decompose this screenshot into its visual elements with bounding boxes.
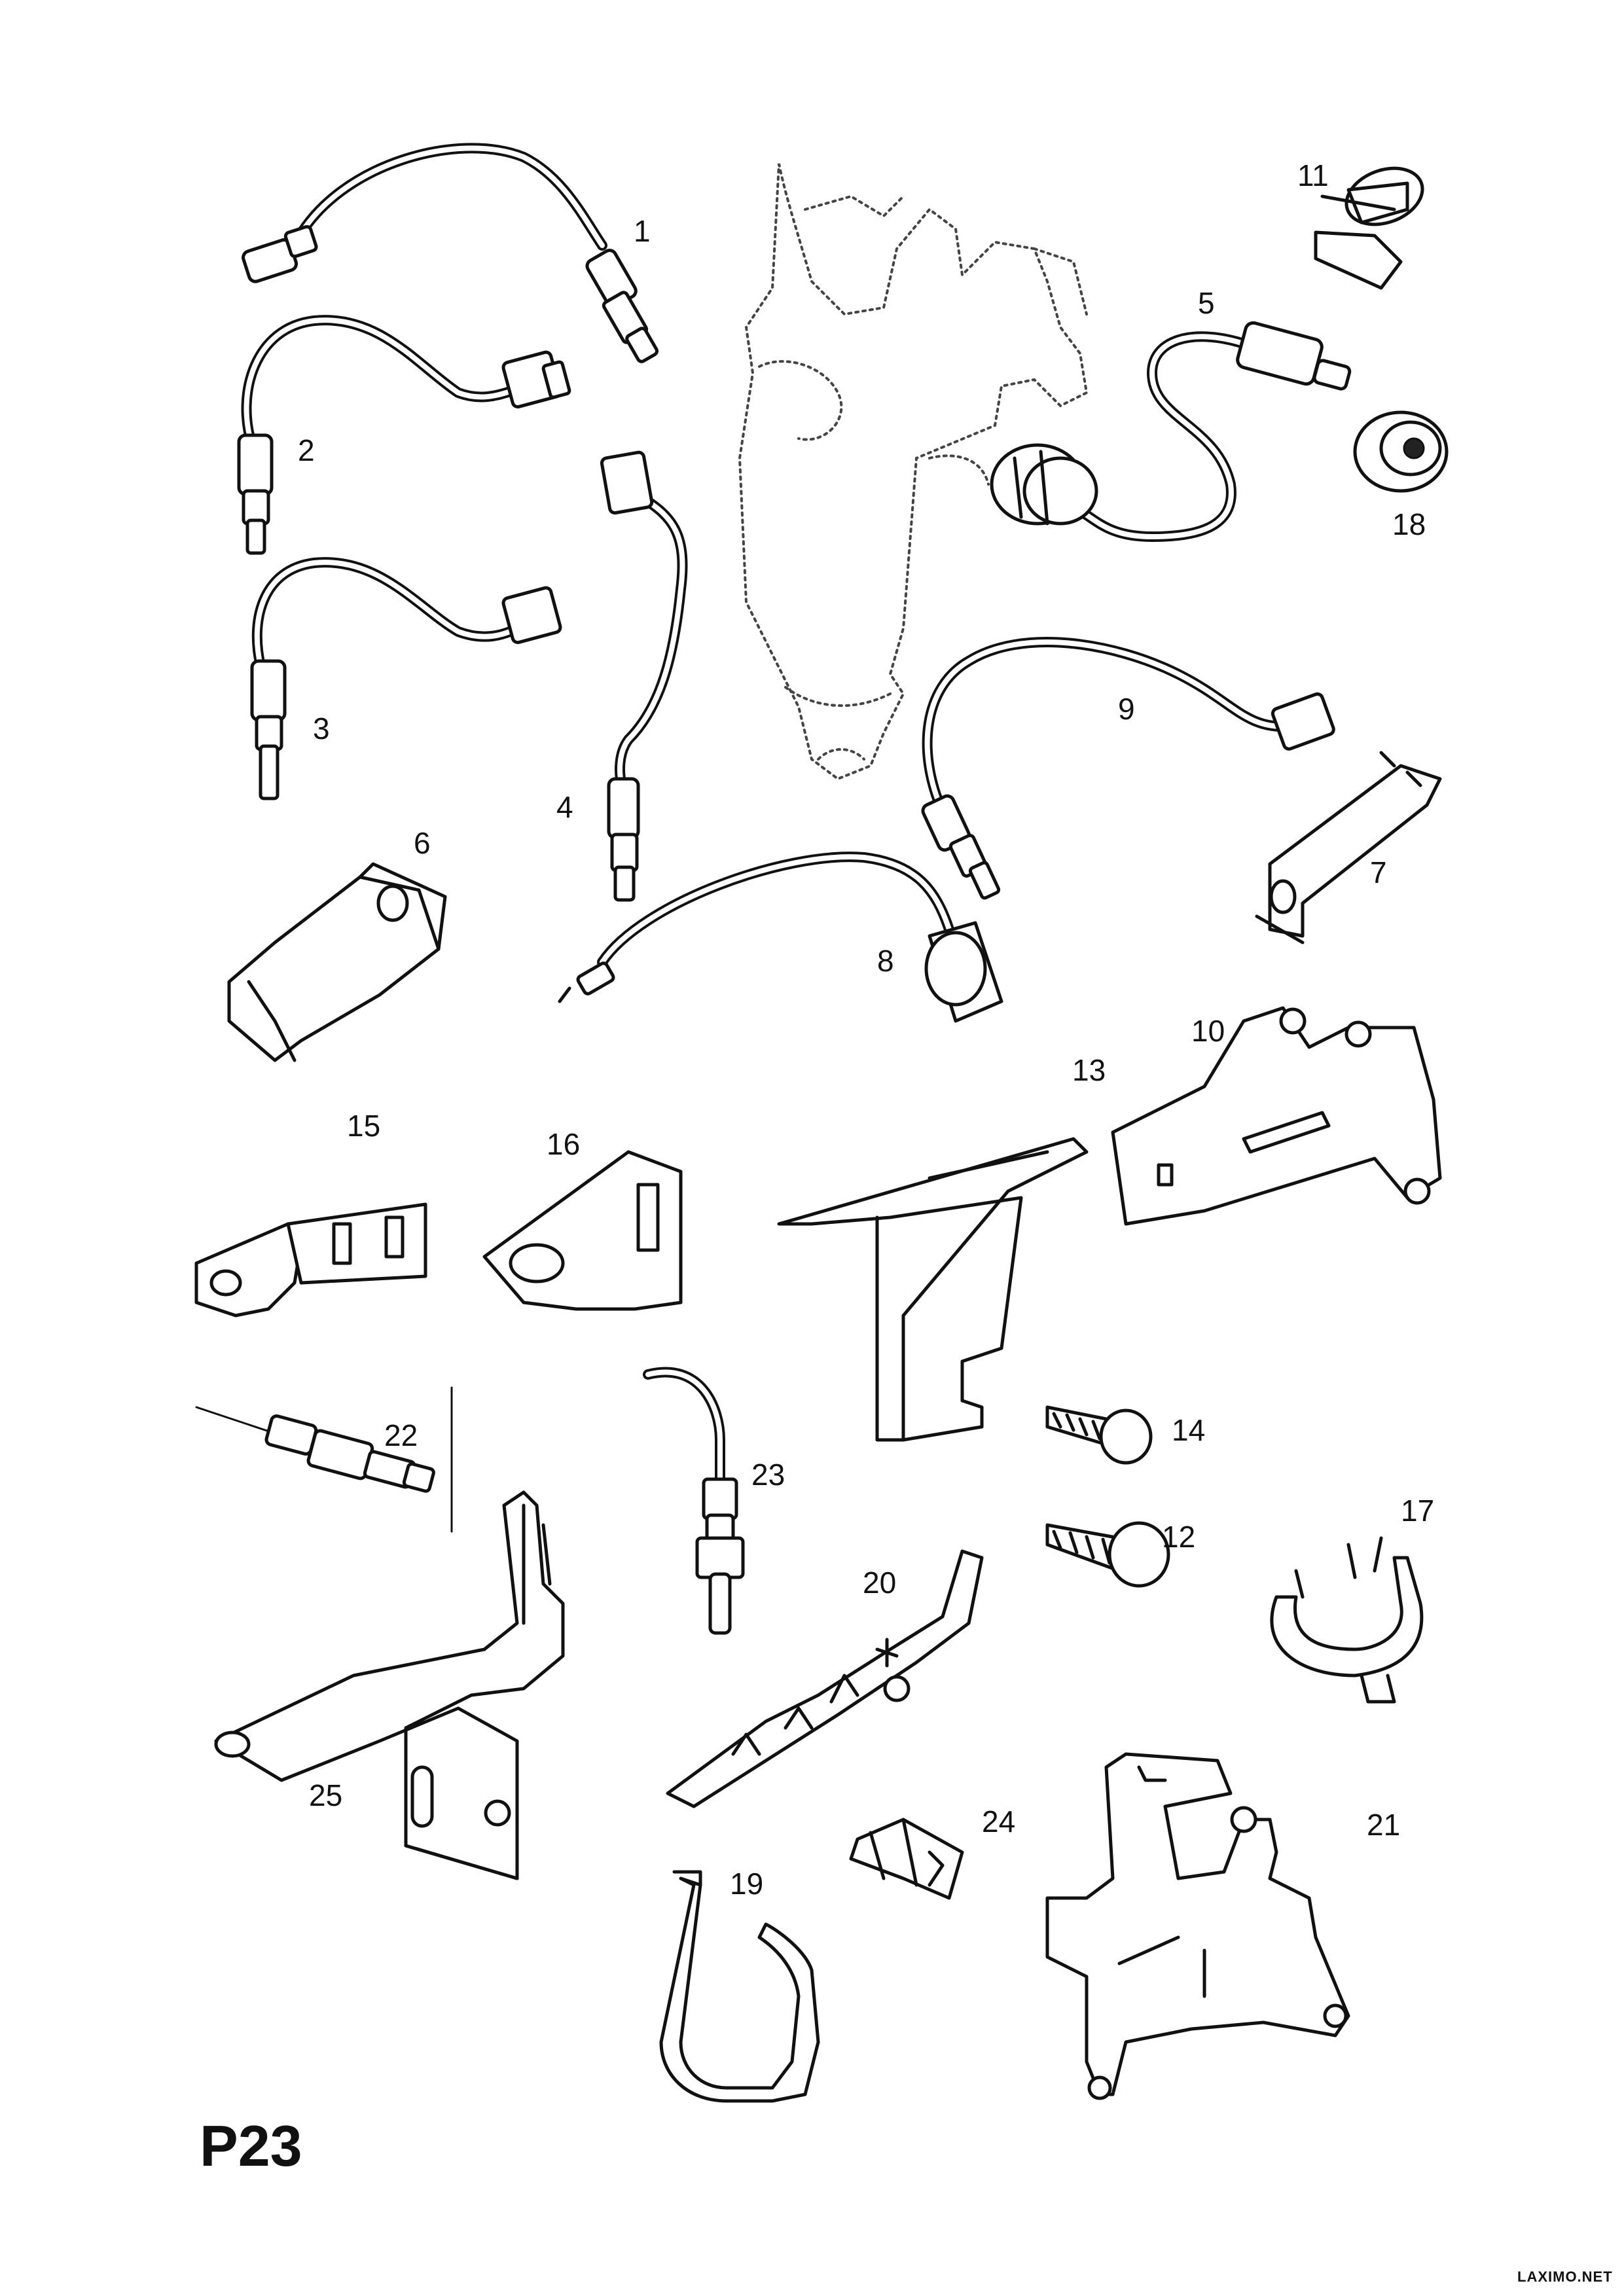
callout-12: 12 [1162,1520,1196,1554]
callout-1: 1 [634,214,651,248]
callout-10: 10 [1191,1014,1225,1048]
callout-17: 17 [1401,1494,1435,1528]
part-8-sensor[interactable] [558,852,1003,1023]
exhaust-manifold-outline [738,163,1089,781]
part-11-clip[interactable] [1314,158,1430,290]
part-18-grommet[interactable] [1353,410,1449,493]
part-6-bracket[interactable] [227,862,447,1062]
part-15-bracket[interactable] [194,1202,427,1318]
part-19-cable-tie[interactable] [659,1870,820,2103]
part-16-bracket[interactable] [482,1150,683,1311]
part-13-bracket[interactable] [777,1137,1089,1442]
callout-13: 13 [1072,1053,1106,1087]
callout-6: 6 [414,826,431,860]
part-4-oxygen-sensor[interactable] [600,450,688,902]
part-5-sensor[interactable] [990,321,1352,543]
part-22-sensor[interactable] [195,1386,453,1533]
part-12-bolt[interactable] [1045,1521,1170,1588]
callout-23: 23 [751,1458,785,1492]
part-9-sensor[interactable] [921,637,1335,900]
part-17-clip[interactable] [1270,1536,1424,1704]
callout-24: 24 [982,1804,1016,1839]
part-20-bracket-strip[interactable] [666,1549,984,1808]
callout-19: 19 [730,1867,764,1901]
callout-4: 4 [556,790,573,824]
part-23-sensor[interactable] [643,1367,745,1635]
part-7-bracket[interactable] [1255,751,1442,944]
callout-25: 25 [309,1778,343,1812]
part-2-oxygen-sensor[interactable] [237,315,571,555]
callout-7: 7 [1370,855,1387,889]
callout-8: 8 [877,944,894,978]
callout-9: 9 [1118,692,1135,726]
callout-5: 5 [1198,286,1215,320]
part-25-bracket[interactable] [214,1490,565,1880]
part-24-clip[interactable] [849,1818,964,1900]
part-14-bolt[interactable] [1045,1405,1153,1465]
callout-16: 16 [547,1127,581,1161]
part-21-bracket[interactable] [1045,1752,1350,2100]
part-10-bracket[interactable] [1111,1006,1442,1226]
callout-15: 15 [347,1109,381,1143]
part-1-oxygen-sensor[interactable] [242,143,659,363]
callout-21: 21 [1367,1808,1401,1842]
callout-22: 22 [384,1418,418,1452]
callout-20: 20 [863,1566,897,1600]
part-3-oxygen-sensor[interactable] [250,557,562,800]
callout-3: 3 [313,711,330,745]
callout-2: 2 [298,433,315,467]
callout-11: 11 [1297,158,1329,192]
callout-18: 18 [1392,507,1426,541]
watermark: LAXIMO.NET [1517,2269,1613,2285]
callout-14: 14 [1172,1413,1206,1447]
page-code: P23 [200,2113,302,2178]
